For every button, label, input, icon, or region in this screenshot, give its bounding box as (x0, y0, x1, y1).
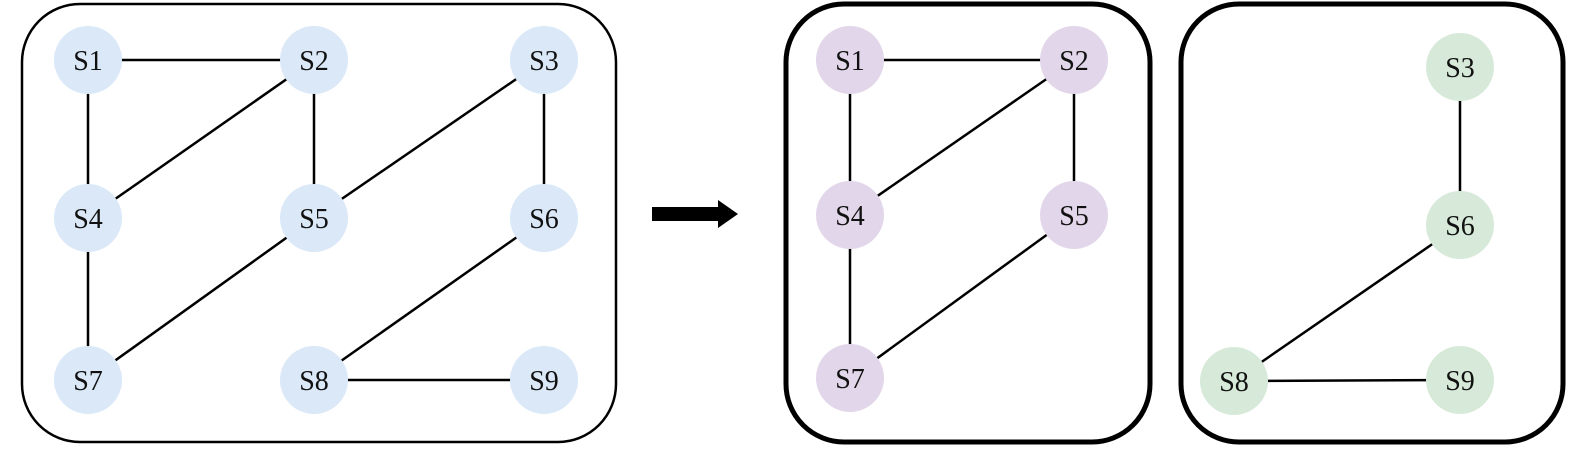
subgraph-b-node-s8: S8 (1200, 347, 1268, 415)
subgraph-a-edge-s5-s7 (849, 213, 1075, 380)
node-circle (816, 26, 884, 94)
original-graph-node-s7: S7 (54, 346, 122, 414)
node-label: S7 (835, 364, 865, 395)
subgraph-a-node-s5: S5 (1040, 181, 1108, 249)
node-label: S3 (1445, 53, 1475, 84)
subgraph-a-panel (783, 1, 1153, 445)
node-label: S7 (73, 366, 103, 397)
subgraph-a-node-s1: S1 (816, 26, 884, 94)
node-circle (1040, 181, 1108, 249)
subgraph-a-node-s2: S2 (1040, 26, 1108, 94)
subgraph-b-edge-s8-s9 (1233, 378, 1461, 383)
node-circle (1426, 191, 1494, 259)
node-circle (280, 26, 348, 94)
node-label: S4 (73, 204, 103, 235)
subgraph-b-node-s6: S6 (1426, 191, 1494, 259)
node-label: S2 (299, 46, 329, 77)
node-label: S5 (1059, 201, 1089, 232)
node-label: S1 (73, 46, 103, 77)
original-graph-node-s8: S8 (280, 346, 348, 414)
original-graph-node-s9: S9 (510, 346, 578, 414)
node-circle (816, 344, 884, 412)
node-circle (1040, 26, 1108, 94)
node-circle (510, 184, 578, 252)
node-circle (510, 346, 578, 414)
original-graph-edge-s3-s5 (313, 58, 545, 220)
original-graph-node-s3: S3 (510, 26, 578, 94)
node-label: S2 (1059, 46, 1089, 77)
subgraph-a-node-s4: S4 (816, 181, 884, 249)
subgraph-b-panel (1178, 1, 1566, 445)
original-graph-node-s6: S6 (510, 184, 578, 252)
node-label: S6 (529, 204, 559, 235)
node-circle (54, 346, 122, 414)
right-arrow-icon (652, 200, 738, 228)
node-circle (1426, 33, 1494, 101)
subgraph-b-node-s3: S3 (1426, 33, 1494, 101)
node-label: S5 (299, 204, 329, 235)
original-graph-edge-s6-s8 (313, 216, 545, 382)
node-label: S9 (529, 366, 559, 397)
node-label: S9 (1445, 366, 1475, 397)
node-label: S3 (529, 46, 559, 77)
original-graph-panel (20, 2, 618, 444)
node-label: S8 (299, 366, 329, 397)
node-circle (280, 346, 348, 414)
node-label: S8 (1219, 367, 1249, 398)
node-circle (816, 181, 884, 249)
node-circle (280, 184, 348, 252)
original-graph-edge-s5-s7 (87, 216, 315, 382)
node-label: S4 (835, 201, 865, 232)
node-circle (510, 26, 578, 94)
node-circle (1426, 346, 1494, 414)
original-graph-node-s5: S5 (280, 184, 348, 252)
node-circle (1200, 347, 1268, 415)
node-label: S1 (835, 46, 865, 77)
original-graph-node-s1: S1 (54, 26, 122, 94)
original-graph-node-s2: S2 (280, 26, 348, 94)
original-graph-node-s4: S4 (54, 184, 122, 252)
subgraph-b-node-s9: S9 (1426, 346, 1494, 414)
original-graph-edge-s2-s4 (87, 58, 315, 220)
subgraph-a-node-s7: S7 (816, 344, 884, 412)
node-circle (54, 26, 122, 94)
node-circle (54, 184, 122, 252)
node-label: S6 (1445, 211, 1475, 242)
subgraph-a-edge-s2-s4 (849, 58, 1075, 217)
subgraph-b-edge-s6-s8 (1233, 223, 1461, 383)
